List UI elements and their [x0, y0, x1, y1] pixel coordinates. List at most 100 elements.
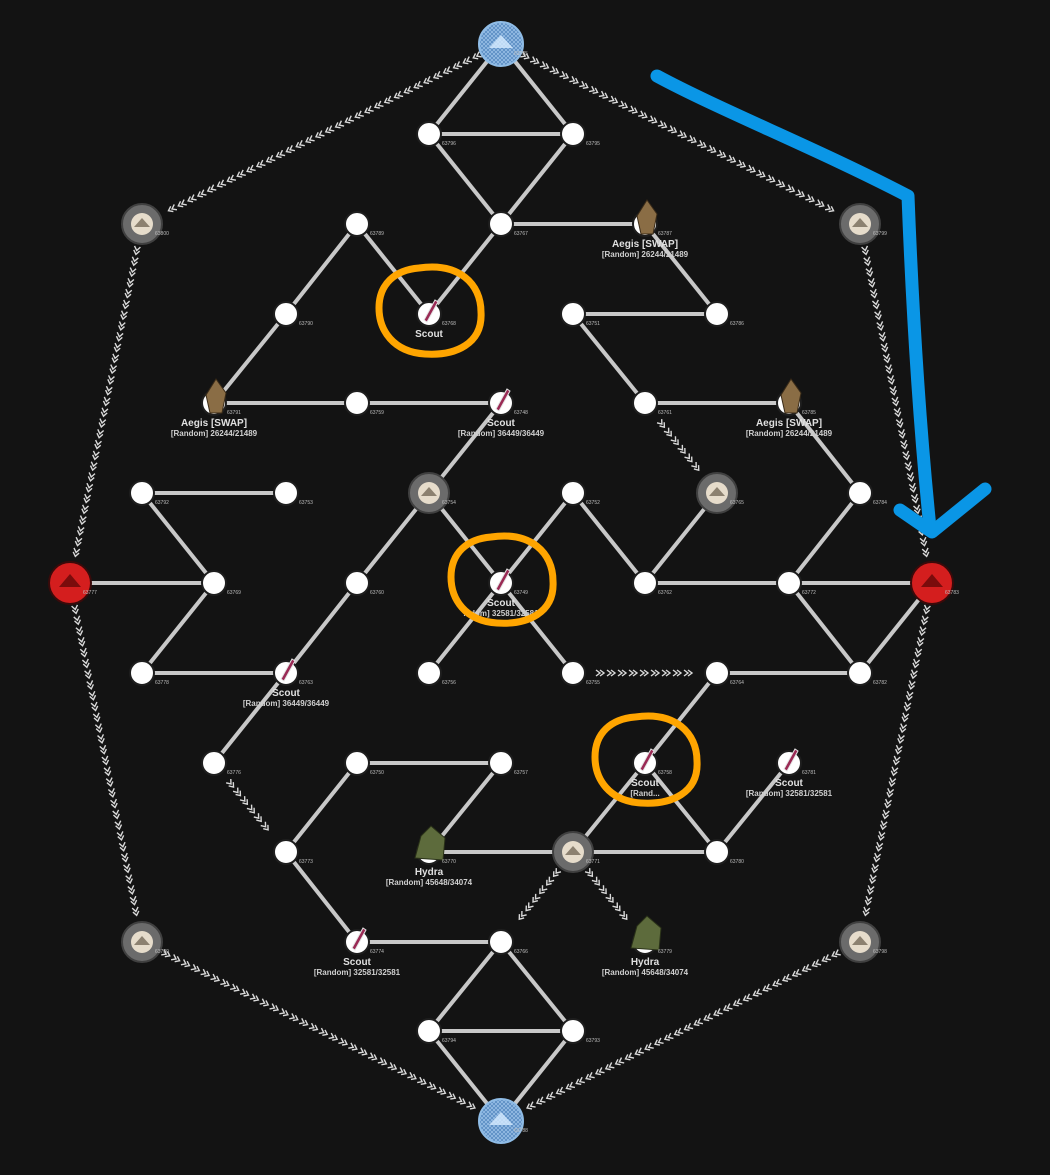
map-node-node[interactable]: 63782	[847, 660, 887, 686]
map-node-player-base[interactable]: 63788	[478, 1098, 528, 1144]
map-node-outpost[interactable]: 63765	[696, 472, 744, 514]
map-node-node[interactable]: 63755	[560, 660, 600, 686]
chevron-icon	[98, 418, 107, 429]
map-node-node[interactable]: 63792	[129, 480, 169, 506]
unit-name: Hydra	[415, 867, 444, 878]
chevron-icon	[377, 1057, 388, 1066]
node-id: 63767	[514, 231, 528, 237]
map-node-node[interactable]: 63780	[704, 839, 744, 865]
node-circle[interactable]	[129, 660, 155, 686]
map-node-node[interactable]: 63794	[416, 1018, 456, 1044]
map-node-enemy-base[interactable]: 63783	[910, 561, 959, 605]
node-circle[interactable]	[632, 390, 658, 416]
map-node-node[interactable]: 63753	[273, 480, 313, 506]
map-node-node[interactable]: 63773	[273, 839, 313, 865]
node-circle[interactable]	[273, 301, 299, 327]
map-node-outpost[interactable]: 63754	[408, 472, 456, 514]
map-node-outpost[interactable]: 63771	[552, 831, 600, 873]
node-circle[interactable]	[560, 660, 586, 686]
node-circle[interactable]	[488, 211, 514, 237]
node-circle[interactable]	[560, 301, 586, 327]
node-circle[interactable]	[344, 211, 370, 237]
node-circle[interactable]	[416, 660, 442, 686]
path-edge	[355, 222, 431, 316]
chevron-icon	[910, 493, 919, 504]
map-node-node[interactable]: 63793	[560, 1018, 600, 1044]
node-circle[interactable]	[632, 570, 658, 596]
chevron-icon	[765, 174, 776, 183]
map-node-node[interactable]: 63767	[488, 211, 528, 237]
map-node-node[interactable]: 63796	[416, 121, 456, 147]
map-node-outpost[interactable]: 63780	[121, 921, 169, 963]
map-node-player-base[interactable]: 63785	[478, 21, 528, 67]
map-node-node[interactable]: 63762	[632, 570, 672, 596]
map-node-node[interactable]: 63769	[201, 570, 241, 596]
map-node-node[interactable]: 63750	[344, 750, 384, 776]
chevron-icon	[584, 868, 594, 878]
map-node-node[interactable]: 63795	[560, 121, 600, 147]
chevron-icon	[545, 1091, 556, 1100]
map-node-enemy-base[interactable]: 63777	[48, 561, 97, 605]
chevron-icon	[81, 504, 89, 515]
node-circle[interactable]	[560, 1018, 586, 1044]
map-node-unit[interactable]: 63758Scout[Rand...	[630, 748, 672, 798]
node-circle[interactable]	[704, 839, 730, 865]
map-node-node[interactable]: 63764	[704, 660, 744, 686]
chevron-icon	[879, 820, 888, 831]
node-circle[interactable]	[344, 390, 370, 416]
map-node-node[interactable]: 63772	[776, 570, 816, 596]
map-node-node[interactable]: 63760	[344, 570, 384, 596]
map-node-node[interactable]: 63759	[344, 390, 384, 416]
node-circle[interactable]	[776, 570, 802, 596]
node-circle[interactable]	[488, 929, 514, 955]
chevron-icon	[901, 712, 910, 723]
map-node-node[interactable]: 63778	[129, 660, 169, 686]
map-node-node[interactable]: 63761	[632, 390, 672, 416]
map-node-node[interactable]: 63784	[847, 480, 887, 506]
chevron-icon	[762, 983, 772, 992]
node-circle[interactable]	[273, 480, 299, 506]
node-circle[interactable]	[201, 750, 227, 776]
node-circle[interactable]	[704, 660, 730, 686]
map-node-node[interactable]: 63766	[488, 929, 528, 955]
chevron-icon	[358, 1047, 368, 1056]
map-node-outpost[interactable]: 63800	[121, 203, 169, 245]
map-node-node[interactable]: 63752	[560, 480, 600, 506]
node-circle[interactable]	[416, 1018, 442, 1044]
node-circle[interactable]	[129, 480, 155, 506]
annotation-layer	[650, 69, 992, 539]
map-node-outpost[interactable]: 63798	[839, 921, 887, 963]
castle-icon	[921, 574, 943, 587]
map-node-node[interactable]: 63756	[416, 660, 456, 686]
node-circle[interactable]	[847, 660, 873, 686]
node-circle[interactable]	[273, 839, 299, 865]
node-circle[interactable]	[847, 480, 873, 506]
node-circle[interactable]	[704, 301, 730, 327]
map-node-node[interactable]: 63776	[201, 750, 241, 776]
map-node-node[interactable]: 63751	[560, 301, 600, 327]
node-circle[interactable]	[344, 750, 370, 776]
node-circle[interactable]	[488, 750, 514, 776]
map-node-node[interactable]: 63786	[704, 301, 744, 327]
node-circle[interactable]	[201, 570, 227, 596]
node-circle[interactable]	[416, 121, 442, 147]
map-node-node[interactable]: 63789	[344, 211, 384, 237]
node-circle[interactable]	[344, 570, 370, 596]
map-node-outpost[interactable]: 63799	[839, 203, 887, 245]
map-node-node[interactable]: 63757	[488, 750, 528, 776]
node-circle[interactable]	[560, 121, 586, 147]
node-circle[interactable]	[560, 480, 586, 506]
highlight-circle	[375, 263, 485, 358]
map-node-node[interactable]: 63790	[273, 301, 313, 327]
